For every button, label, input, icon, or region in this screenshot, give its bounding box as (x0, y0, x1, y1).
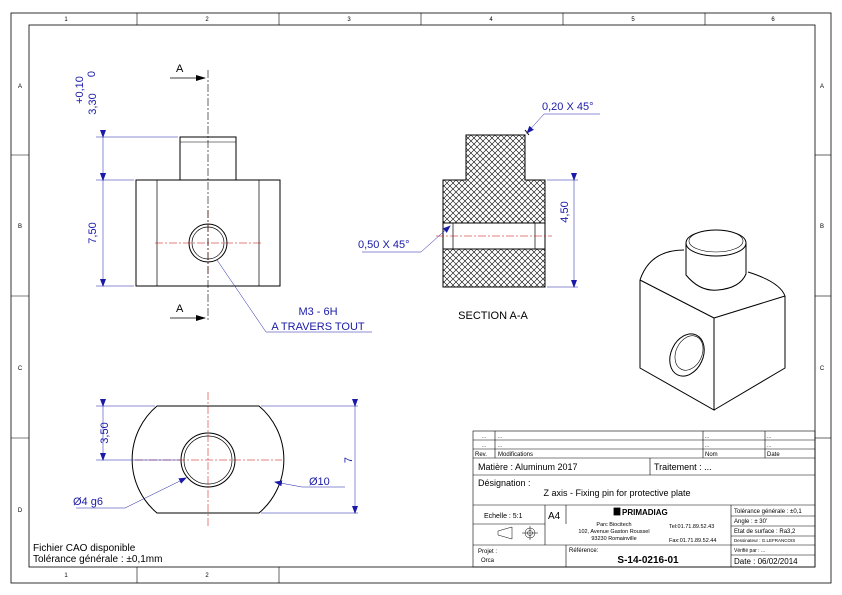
angle: Angle : ± 30' (734, 519, 767, 525)
section-arrows (170, 75, 206, 321)
tolerance-note: Tolérance générale : ±0,1mm (33, 554, 162, 565)
company-logo: PRIMADIAG (622, 508, 668, 517)
row-c-right: C (820, 366, 825, 372)
title-block-text: ... ... ... ... ... ... ... ... Rev. Mod… (475, 434, 802, 566)
dessinateur: Dessinateur : G.LEFRANCOIS (734, 538, 795, 543)
date: Date : 06/02/2014 (734, 557, 798, 566)
row-c-left: C (18, 366, 23, 372)
col-6-top: 6 (771, 17, 775, 23)
outer-border (10, 12, 832, 584)
frame-labels: 1 2 3 4 5 6 1 2 A B C D A B C (18, 17, 825, 579)
section-hatch-top (442, 134, 546, 224)
rev-row1-col4: ... (767, 434, 771, 440)
col-1-top: 1 (64, 17, 68, 23)
col-4-top: 4 (489, 17, 493, 23)
rev-row1-col1: ... (482, 434, 486, 440)
thread-note-2: A TRAVERS TOUT (271, 321, 365, 333)
rev-row1-col2: ... (498, 434, 502, 440)
dim-tolerance-upper: +0,10 (74, 76, 86, 104)
tel: Tel:01.71.89.52.43 (669, 524, 714, 530)
row-b-left: B (18, 224, 22, 230)
chamfer-top-note: 0,20 X 45° (542, 101, 594, 113)
front-centerlines (155, 210, 262, 276)
rev-header-mod: Modifications (498, 452, 533, 458)
front-dimension-lines (96, 130, 372, 333)
verifie: Vérifié par : ... (734, 548, 765, 554)
inner-border (28, 24, 816, 568)
designation: Z axis - Fixing pin for protective plate (543, 488, 690, 498)
reference: S-14-0216-01 (617, 555, 679, 566)
section-mark-top: A (176, 63, 184, 75)
address-3: 93230 Romainville (591, 536, 636, 542)
col-3-top: 3 (347, 17, 351, 23)
isometric-view (639, 229, 786, 411)
section-label: SECTION A-A (458, 310, 528, 322)
projet-label: Projet : (478, 549, 497, 555)
rev-row1-col3: ... (705, 434, 709, 440)
dim-total: 7 (343, 457, 355, 463)
col-1-bottom: 1 (64, 573, 68, 579)
logo-mark (613, 507, 621, 516)
rev-row2-col4: ... (767, 443, 771, 449)
rev-header-nom: Nom (705, 452, 718, 458)
rev-row2-col1: ... (482, 443, 486, 449)
section-dimension-lines (362, 113, 600, 288)
rev-header-rev: Rev. (475, 452, 487, 458)
front-dimension-text: +0,10 0 3,30 7,50 M3 - 6H A TRAVERS TOUT (74, 71, 365, 333)
address-1: Parc Biocitech (596, 522, 631, 528)
top-dimension-lines (76, 399, 358, 514)
projet: Orca (481, 558, 495, 564)
address-2: 102, Avenue Gaston Roussel (578, 529, 649, 535)
top-dimension-text: 3,50 7 Ø4 g6 Ø10 (73, 422, 355, 508)
dim-tolerance-lower: 0 (86, 71, 98, 77)
section-hatch-bottom (442, 248, 546, 288)
etat: Etat de surface : Ra3,2 (734, 529, 796, 535)
dim-body-height: 7,50 (87, 222, 99, 243)
dia-boss: Ø4 g6 (73, 496, 103, 508)
row-a-left: A (18, 84, 22, 90)
section-mark-bottom: A (176, 303, 184, 315)
row-a-right: A (820, 84, 824, 90)
format: A4 (548, 511, 561, 522)
tol-gen: Tolérance générale : ±0,1 (734, 509, 802, 515)
general-notes: Fichier CAO disponible Tolérance général… (33, 543, 162, 565)
dia-outer: Ø10 (309, 476, 330, 488)
projection-symbol (497, 526, 538, 540)
column-ticks (11, 13, 831, 583)
section-dimension-text: 0,20 X 45° 0,50 X 45° 4,50 (358, 101, 594, 251)
designation-label: Désignation : (478, 478, 531, 488)
row-b-right: B (820, 224, 824, 230)
thread-note-1: M3 - 6H (298, 306, 337, 318)
fax: Fax:01.71.89.52.44 (669, 538, 716, 544)
reference-label: Référence: (569, 548, 599, 554)
rev-row2-col2: ... (498, 443, 502, 449)
chamfer-bore-note: 0,50 X 45° (358, 239, 410, 251)
matiere: Matière : Aluminum 2017 (478, 462, 578, 472)
traitement: Traitement : ... (654, 462, 712, 472)
rev-row2-col3: ... (705, 443, 709, 449)
title-block (472, 430, 816, 568)
dim-flat: 3,50 (99, 422, 111, 443)
dim-bore-height: 4,50 (559, 201, 571, 222)
cao-note: Fichier CAO disponible (33, 543, 136, 554)
dim-boss-height: 3,30 (87, 93, 99, 114)
echelle: Echelle : 5:1 (484, 513, 523, 520)
row-d-left: D (18, 508, 23, 514)
rev-header-date: Date (767, 452, 780, 458)
section-view (436, 129, 552, 288)
col-2-bottom: 2 (205, 573, 209, 579)
col-2-top: 2 (205, 17, 209, 23)
col-5-top: 5 (631, 17, 635, 23)
